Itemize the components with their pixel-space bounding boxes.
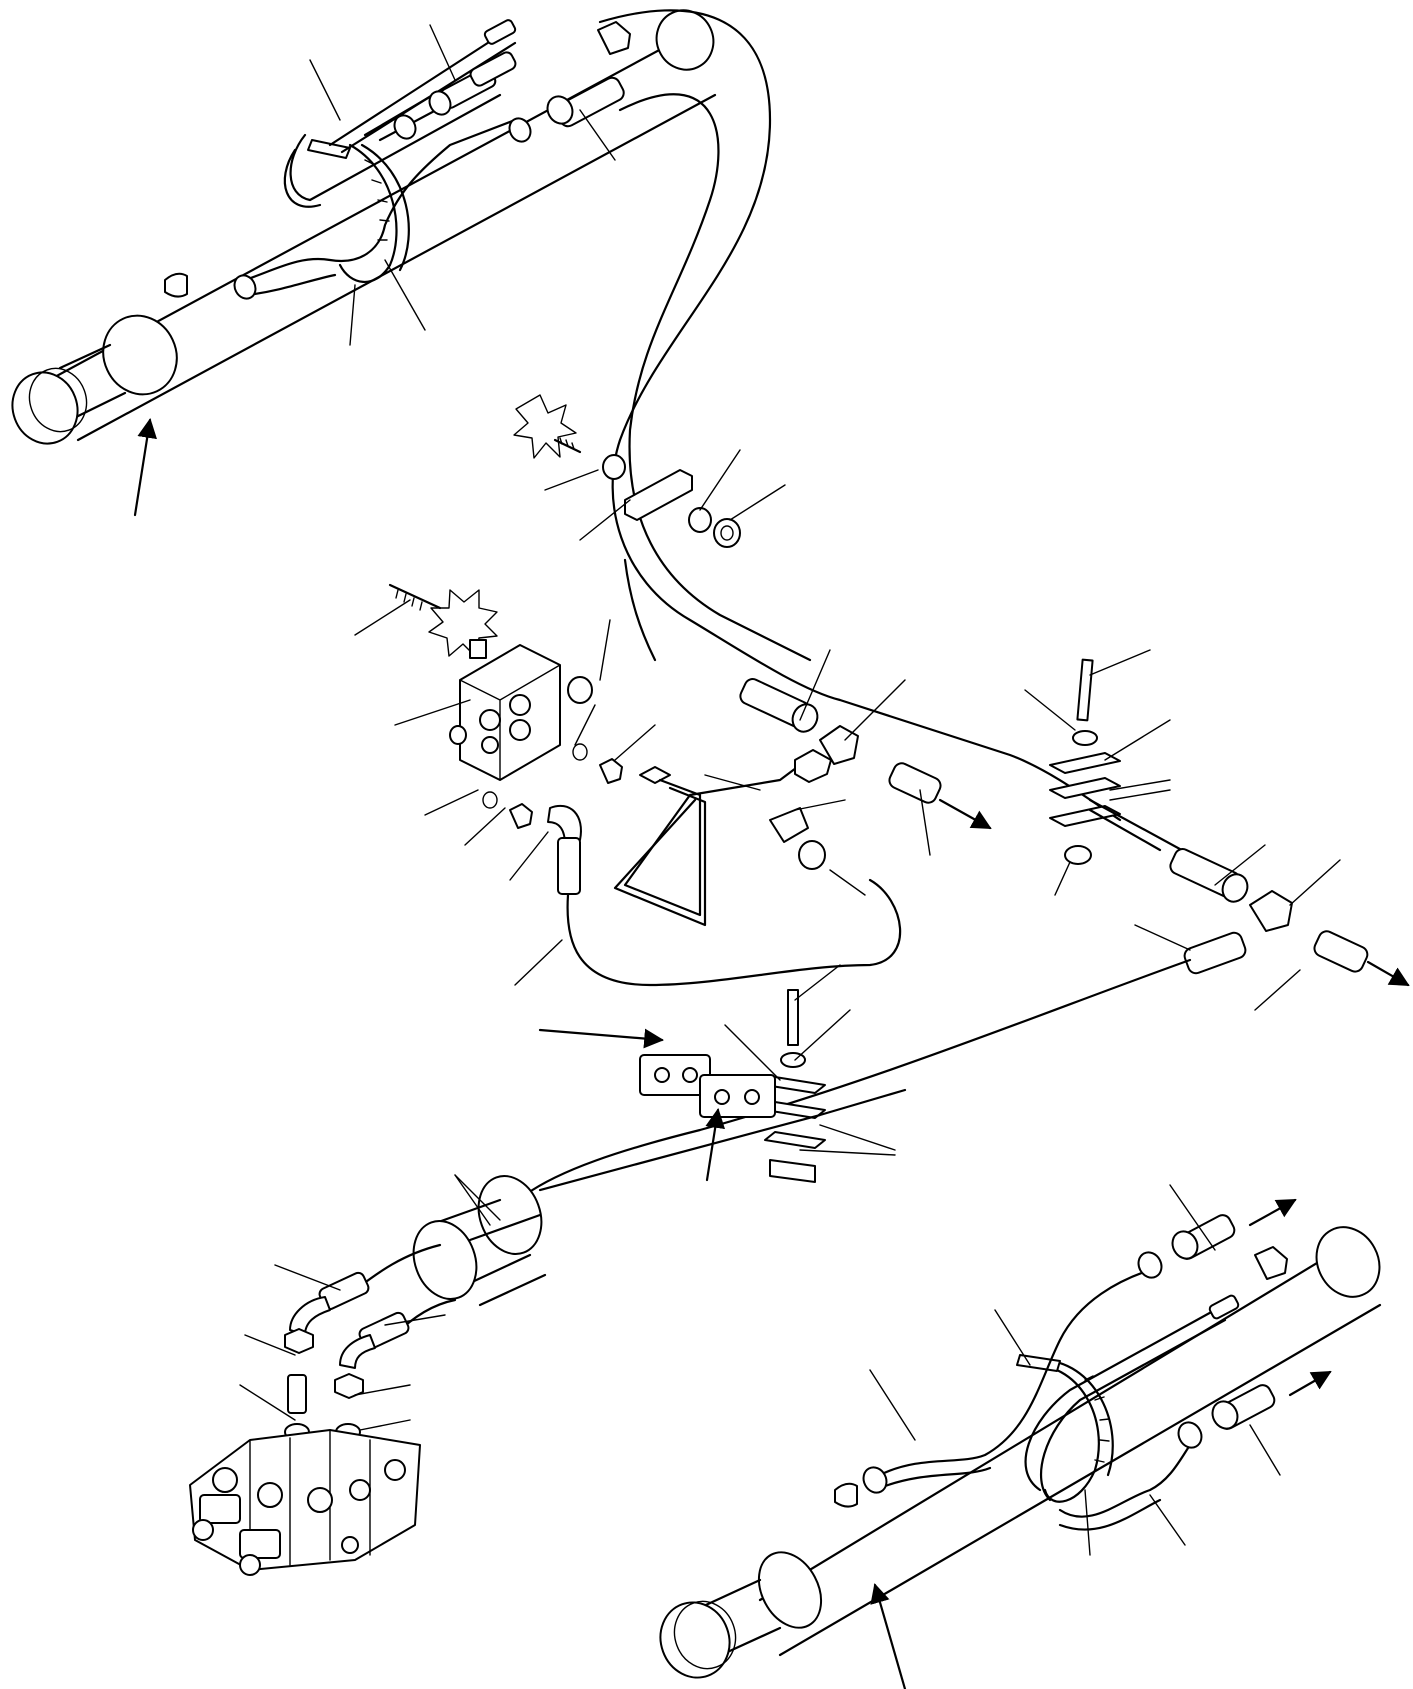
lower-cylinder-tubes — [862, 1198, 1332, 1531]
control-valve — [189, 1429, 421, 1576]
main-hoses — [598, 9, 1122, 822]
upper-hydraulic-cylinder — [11, 9, 717, 445]
split-clamp-right — [1049, 658, 1202, 865]
pipe-tee-right — [523, 808, 1410, 1197]
control-valve-hoses — [284, 1243, 457, 1441]
hose-clamp-band-lower — [1016, 1354, 1114, 1503]
upper-fittings — [233, 19, 631, 300]
lower-hydraulic-cylinder — [659, 1226, 1382, 1679]
pipe-tee-middle — [739, 678, 992, 830]
leader-lines — [133, 24, 1341, 1689]
valve-block-fittings — [482, 743, 902, 987]
valve-block — [388, 583, 593, 781]
mounting-bracket-upper — [513, 394, 741, 548]
hose-clamp-band-upper — [307, 139, 410, 283]
split-clamp-center — [538, 989, 907, 1192]
protective-sleeve — [412, 1175, 547, 1307]
